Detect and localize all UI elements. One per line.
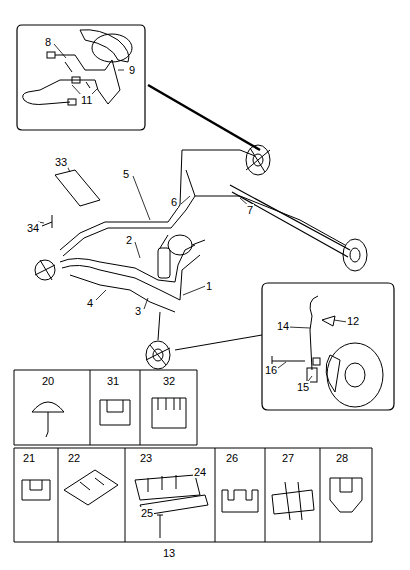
callout-number: 5	[122, 168, 130, 180]
callout-number: 16	[264, 364, 278, 376]
callout-number: 7	[246, 204, 254, 216]
callout-number: 15	[296, 381, 310, 393]
callout-number: 3	[134, 305, 142, 317]
callout-number: 25	[140, 507, 154, 519]
callout-number: 32	[162, 375, 176, 387]
callout-number: 23	[139, 452, 153, 464]
callout-number: 14	[276, 320, 290, 332]
callout-number: 11	[80, 94, 93, 106]
callout-number: 12	[346, 315, 360, 327]
callout-number: 4	[86, 297, 94, 309]
callout-number: 9	[128, 64, 136, 76]
callout-number: 26	[225, 452, 239, 464]
callout-number: 34	[26, 222, 40, 234]
callout-number: 13	[162, 547, 176, 559]
callout-number: 31	[106, 375, 120, 387]
callout-number: 20	[41, 375, 55, 387]
callout-number: 2	[125, 234, 133, 246]
callout-number: 27	[281, 452, 295, 464]
callout-number: 21	[22, 452, 36, 464]
callout-number: 33	[54, 156, 68, 168]
callout-number: 28	[335, 452, 349, 464]
callout-number: 22	[67, 452, 81, 464]
callout-number: 6	[170, 196, 178, 208]
callout-number: 24	[193, 466, 207, 478]
callout-number: 8	[44, 36, 52, 48]
callout-number: 1	[205, 280, 213, 292]
